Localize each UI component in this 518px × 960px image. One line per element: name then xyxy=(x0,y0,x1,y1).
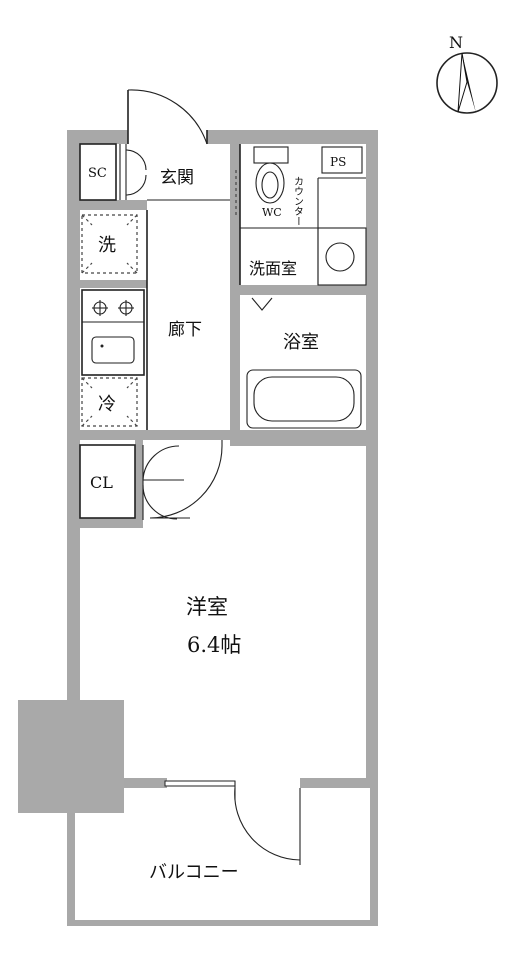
closet: CL xyxy=(79,444,184,520)
label-western-room-size: 6.4帖 xyxy=(187,633,241,657)
compass-needle xyxy=(462,53,476,113)
fridge-space: 冷 xyxy=(81,377,138,427)
interior-walls xyxy=(67,144,378,926)
wc-room: WC xyxy=(235,144,318,285)
label-fridge: 冷 xyxy=(98,394,116,415)
label-closet: CL xyxy=(90,473,113,492)
label-laundry: 洗 xyxy=(98,235,116,256)
label-counter: カウンター xyxy=(292,176,304,226)
counter: カウンター xyxy=(292,176,366,285)
washroom: 洗面室 xyxy=(249,227,367,286)
label-bathroom: 浴室 xyxy=(283,332,319,353)
bathroom: 浴室 xyxy=(246,297,362,429)
label-wc: WC xyxy=(262,206,282,219)
structural-column xyxy=(18,700,124,813)
toilet-bowl-icon xyxy=(255,162,285,204)
compass: N xyxy=(436,33,498,114)
label-entrance: 玄関 xyxy=(160,168,194,188)
label-western-room: 洋室 xyxy=(186,595,228,619)
stove-burner-icon xyxy=(92,300,134,316)
room-door xyxy=(149,440,223,519)
compass-north-label: N xyxy=(449,33,463,52)
label-washroom: 洗面室 xyxy=(249,259,297,278)
label-pipe-space: PS xyxy=(330,155,346,169)
balcony-door xyxy=(234,781,301,865)
toilet-tank-icon xyxy=(253,146,289,164)
bathtub-icon xyxy=(246,369,362,429)
label-balcony: バルコニー xyxy=(149,862,239,883)
laundry-space: 洗 xyxy=(81,214,138,274)
shoe-cabinet: SC xyxy=(79,143,147,201)
compass-needle-outline xyxy=(457,52,468,113)
kitchen-counter xyxy=(81,289,145,376)
wash-basin-icon xyxy=(325,242,355,272)
entrance-door xyxy=(127,89,208,145)
outer-walls xyxy=(67,130,378,788)
label-shoe-cabinet: SC xyxy=(88,166,107,181)
label-hallway: 廊下 xyxy=(168,320,202,340)
pipe-space: PS xyxy=(321,146,363,174)
compass-ring xyxy=(436,52,498,114)
kitchen-sink-icon xyxy=(91,336,135,364)
